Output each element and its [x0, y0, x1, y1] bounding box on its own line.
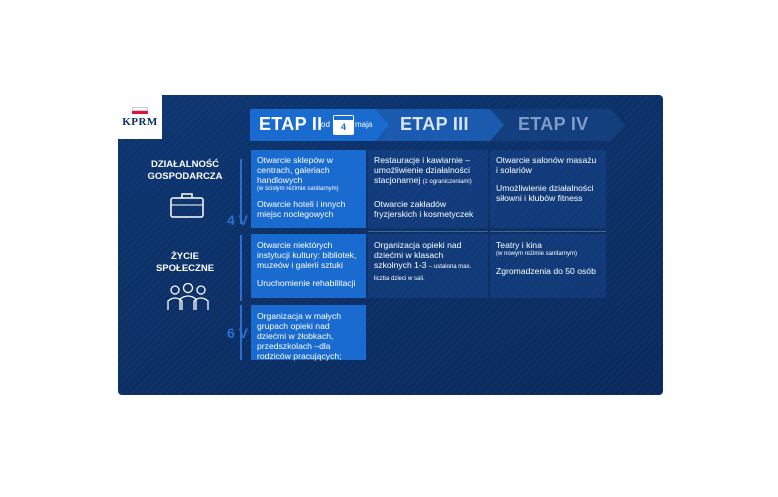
stage-2-label: ETAP II	[259, 114, 323, 134]
category-spoleczne-line1: ŻYCIE	[171, 251, 199, 262]
etap2-spoleczne-item2: Uruchomienie rehabilitacji	[257, 278, 356, 288]
stage-4-label: ETAP IV	[518, 114, 589, 134]
calendar-icon: 4	[333, 115, 354, 135]
etap2-gospodarcza-cell: Otwarcie sklepów w centrach, galeriach h…	[251, 150, 366, 228]
etap3-gospodarcza-item1: Restauracje i kawiarnie – umożliwienie d…	[374, 155, 471, 185]
etap4-separator	[490, 231, 606, 232]
etap3-spoleczne-item1: Organizacja opieki nad dziećmi w klasach…	[374, 240, 462, 270]
etap4-spoleczne-cell: Teatry i kina (w nowym reżimie sanitarny…	[490, 234, 606, 298]
infographic-panel	[118, 95, 663, 395]
etap3-separator	[368, 231, 488, 232]
category-gospodarcza-line2: GOSPODARCZA	[147, 171, 223, 182]
people-icon	[167, 283, 209, 310]
date-marker-4v: 4 V	[227, 212, 249, 228]
date-marker-6v: 6 V	[227, 325, 249, 341]
etap3-spoleczne-cell: Organizacja opieki nad dziećmi w klasach…	[368, 234, 488, 298]
etap2-gospodarcza-item1-note: (w ścisłym reżimie sanitarnym)	[257, 186, 339, 192]
category-spoleczne: ŻYCIE SPOŁECZNE	[133, 251, 237, 275]
kprm-logo: KPRM	[118, 95, 162, 139]
date-bracket-first	[240, 159, 242, 224]
calendar-day: 4	[340, 122, 346, 132]
category-gospodarcza-line1: DZIAŁALNOŚĆ	[150, 159, 220, 170]
stage-3-arrow: ETAP III	[375, 109, 505, 141]
etap4-gospodarcza-cell: Otwarcie salonów masażu i solariów Umożl…	[490, 150, 606, 228]
etap2-gospodarcza-item1: Otwarcie sklepów w centrach, galeriach h…	[257, 155, 333, 185]
etap2-gospodarcza-item2: Otwarcie hoteli i innych miejsc noclegow…	[257, 199, 346, 219]
category-spoleczne-line2: SPOŁECZNE	[155, 263, 215, 274]
etap4-gospodarcza-item1: Otwarcie salonów masażu i solariów	[496, 155, 597, 175]
etap2-spoleczne-cell: Otwarcie niektórych instytucji kultury: …	[251, 234, 366, 298]
etap3-gospodarcza-cell: Restauracje i kawiarnie – umożliwienie d…	[368, 150, 488, 228]
stage-2-arrow: ETAP II od 4 maja	[250, 109, 390, 141]
etap4-gospodarcza-item2: Umożliwienie działalności siłowni i klub…	[496, 183, 594, 203]
etap4-spoleczne-item1: Teatry i kina	[496, 240, 542, 250]
stage-4-arrow: ETAP IV	[490, 109, 625, 141]
logo-text: KPRM	[122, 115, 158, 128]
briefcase-icon	[170, 193, 204, 218]
date-bracket-first-lower	[240, 235, 242, 301]
etap3-gospodarcza-item2: Otwarcie zakładów fryzjerskich i kosmety…	[374, 199, 474, 219]
etap3-spoleczne-item1-note: – ustalona max. liczba dzieci w sali.	[374, 264, 472, 282]
polish-flag-icon	[132, 106, 148, 114]
stage-3-label: ETAP III	[400, 114, 469, 134]
stage-2-date-month: maja	[355, 120, 373, 129]
etap2-spoleczne-item1: Otwarcie niektórych instytucji kultury: …	[257, 240, 357, 270]
etap2-may6-text: Organizacja w małych grupach opieki nad …	[257, 311, 342, 361]
etap2-may6-cell: Organizacja w małych grupach opieki nad …	[251, 305, 366, 361]
category-gospodarcza: DZIAŁALNOŚĆ GOSPODARCZA	[133, 159, 237, 183]
etap4-spoleczne-item2: Zgromadzenia do 50 osób	[496, 266, 596, 276]
stage-2-date-prefix: od	[321, 120, 330, 129]
date-bracket-second	[240, 305, 242, 360]
etap3-gospodarcza-item1-note: (z ograniczeniami)	[422, 179, 472, 185]
etap4-spoleczne-item1-note: (w nowym reżimie sanitarnym)	[496, 251, 578, 257]
